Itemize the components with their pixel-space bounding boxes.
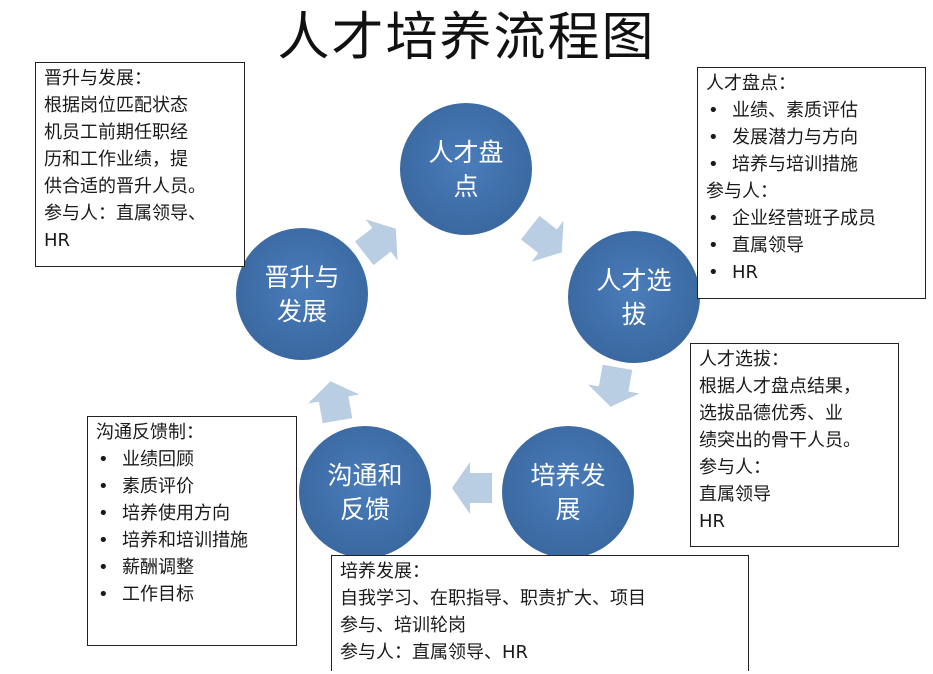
box-peiyang: 培养发展： 自我学习、在职指导、职责扩大、项目 参与、培训轮岗 参与人：直属领导… — [331, 555, 749, 671]
box-pandian-sub: 参与人： — [706, 181, 778, 202]
node-xuanba: 人才选 拔 — [568, 231, 700, 363]
node-peiyang: 培养发 展 — [502, 426, 634, 558]
node-pandian: 人才盘 点 — [400, 103, 532, 235]
box-jinsheng-line: 机员工前期任职经 — [44, 122, 188, 143]
box-pandian-bullet: HR — [706, 259, 917, 286]
node-xuanba-line1: 人才选 — [596, 266, 671, 295]
box-pandian-bullet: 企业经营班子成员 — [706, 205, 917, 232]
box-goutong-heading: 沟通反馈制： — [96, 422, 204, 443]
box-goutong-bullet: 工作目标 — [96, 581, 288, 608]
box-jinsheng-line: 根据岗位匹配状态 — [44, 95, 188, 116]
box-peiyang-line: 自我学习、在职指导、职责扩大、项目 — [340, 588, 646, 609]
arrow-peiyang-to-goutong — [452, 462, 492, 514]
box-xuanba-line: 选拔品德优秀、业 — [699, 403, 843, 424]
box-goutong: 沟通反馈制： 业绩回顾 素质评价 培养使用方向 培养和培训措施 薪酬调整 工作目… — [87, 416, 297, 646]
node-peiyang-line2: 展 — [555, 495, 580, 524]
box-pandian-bullet: 培养与培训措施 — [706, 151, 917, 178]
box-jinsheng-heading: 晋升与发展： — [44, 68, 152, 89]
box-pandian-bullet: 直属领导 — [706, 232, 917, 259]
box-jinsheng-line: 参与人：直属领导、 — [44, 203, 206, 224]
box-goutong-bullet: 培养和培训措施 — [96, 527, 288, 554]
box-goutong-bullet: 素质评价 — [96, 473, 288, 500]
node-jinsheng-line2: 发展 — [277, 297, 327, 326]
box-xuanba-line: 参与人： — [699, 457, 771, 478]
arrow-jinsheng-to-pandian — [355, 219, 398, 266]
box-jinsheng: 晋升与发展： 根据岗位匹配状态 机员工前期任职经 历和工作业绩，提 供合适的晋升… — [35, 62, 245, 267]
box-goutong-bullet: 培养使用方向 — [96, 500, 288, 527]
box-pandian-heading: 人才盘点： — [706, 73, 796, 94]
node-goutong: 沟通和 反馈 — [299, 426, 431, 558]
node-goutong-line1: 沟通和 — [327, 461, 402, 490]
node-jinsheng-line1: 晋升与 — [264, 263, 339, 292]
box-goutong-bullet: 业绩回顾 — [96, 446, 288, 473]
node-pandian-line2: 点 — [453, 172, 478, 201]
box-jinsheng-line: 历和工作业绩，提 — [44, 149, 188, 170]
node-pandian-line1: 人才盘 — [428, 138, 503, 167]
node-peiyang-line1: 培养发 — [530, 461, 605, 490]
box-pandian-bullet: 业绩、素质评估 — [706, 97, 917, 124]
arrow-xuanba-to-peiyang — [588, 364, 640, 407]
box-xuanba-line: 根据人才盘点结果， — [699, 376, 861, 397]
box-goutong-bullet: 薪酬调整 — [96, 554, 288, 581]
node-jinsheng: 晋升与 发展 — [236, 228, 368, 360]
arrow-pandian-to-xuanba — [521, 215, 564, 262]
page-title: 人才培养流程图 — [277, 8, 656, 68]
node-xuanba-line2: 拔 — [621, 300, 646, 329]
box-jinsheng-line: 供合适的晋升人员。 — [44, 176, 206, 197]
box-peiyang-line: 参与、培训轮岗 — [340, 615, 466, 636]
box-xuanba: 人才选拔： 根据人才盘点结果， 选拔品德优秀、业 绩突出的骨干人员。 参与人： … — [690, 343, 899, 547]
box-xuanba-heading: 人才选拔： — [699, 349, 789, 370]
box-peiyang-heading: 培养发展： — [340, 561, 430, 582]
box-xuanba-line: HR — [699, 511, 726, 532]
box-xuanba-line: 绩突出的骨干人员。 — [699, 430, 861, 451]
arrow-goutong-to-jinsheng — [308, 381, 360, 424]
box-jinsheng-line: HR — [44, 230, 71, 251]
node-goutong-line2: 反馈 — [340, 495, 390, 524]
box-peiyang-line: 参与人：直属领导、HR — [340, 642, 529, 663]
box-pandian: 人才盘点： 业绩、素质评估 发展潜力与方向 培养与培训措施 参与人： 企业经营班… — [697, 67, 926, 299]
box-xuanba-line: 直属领导 — [699, 484, 771, 505]
box-pandian-bullet: 发展潜力与方向 — [706, 124, 917, 151]
